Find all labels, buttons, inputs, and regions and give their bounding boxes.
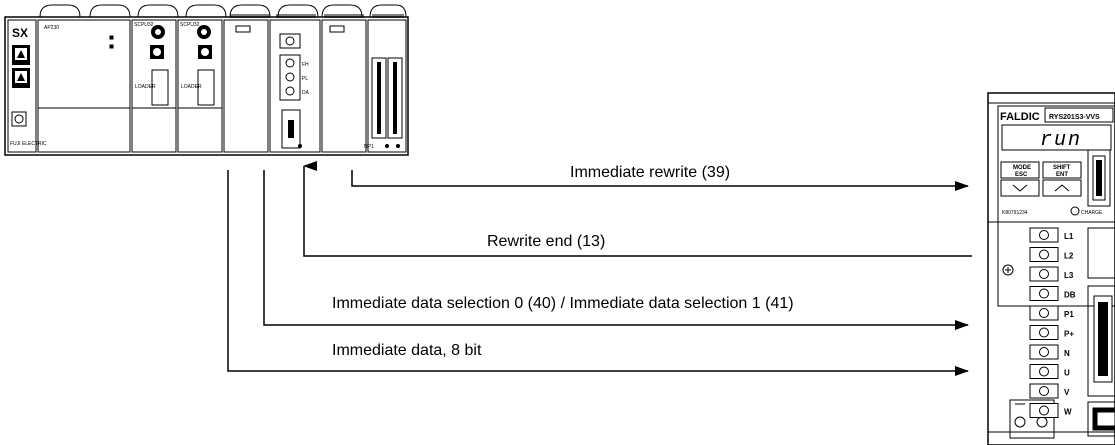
terminal-screw-p1 xyxy=(1029,305,1059,321)
plc-power-label: AP230 xyxy=(44,25,59,31)
terminal-screw-head xyxy=(1039,386,1049,396)
plc-cpu2-label: SCPU32 xyxy=(180,22,200,28)
plc-cpu1-label: SCPU32 xyxy=(134,22,154,28)
terminal-screw-head xyxy=(1039,288,1049,299)
terminal-screw-u xyxy=(1029,364,1059,379)
terminal-screw-l2 xyxy=(1029,247,1059,262)
terminal-screw-head xyxy=(1039,327,1049,338)
terminal-screw-head xyxy=(1039,269,1049,279)
servo-esc-label: ESC xyxy=(1015,172,1028,178)
plc-brand: SX xyxy=(12,26,28,40)
terminal-screw-head xyxy=(1039,366,1049,377)
plc-details xyxy=(11,14,404,149)
servo-model: RYS201S3-VVS xyxy=(1049,114,1100,121)
terminal-label: L3 xyxy=(1064,271,1074,280)
terminal-label: P1 xyxy=(1064,310,1074,319)
plc-io-label: NP1 xyxy=(364,144,374,150)
servo-serial: K80791234 xyxy=(1002,210,1028,216)
servo-shift-button-label[interactable]: SHIFT xyxy=(1053,165,1071,171)
terminal-label: U xyxy=(1064,369,1070,378)
plc-indicator-da: DA xyxy=(302,90,310,96)
terminal-screw-n xyxy=(1029,344,1059,360)
terminal-label: L2 xyxy=(1064,252,1074,261)
terminal-screw-l1 xyxy=(1029,227,1059,243)
terminal-screw-db xyxy=(1029,286,1059,301)
plc-indicator-pl: PL xyxy=(302,76,308,82)
terminal-screw-w xyxy=(1029,403,1059,418)
terminal-screw-l3 xyxy=(1029,266,1059,282)
terminal-label: W xyxy=(1064,408,1072,417)
label-immediate-data-selection: Immediate data selection 0 (40) / Immedi… xyxy=(332,295,794,312)
plc-cpu1-loader: LOADER xyxy=(135,84,156,90)
servo-mode-button-label[interactable]: MODE xyxy=(1013,165,1031,171)
servo-ent-label: ENT xyxy=(1056,172,1068,178)
servo-brand: FALDIC xyxy=(1000,111,1040,123)
signal-lines xyxy=(227,161,972,376)
plc-logo: FUJI ELECTRIC xyxy=(10,141,47,147)
servo-charge: CHARGE xyxy=(1081,210,1103,216)
terminal-screw-head xyxy=(1039,230,1049,240)
plc-rack xyxy=(4,4,409,156)
terminal-screw-pplus xyxy=(1029,325,1059,340)
terminal-label: DB xyxy=(1064,291,1076,300)
plc-indicator-fh: FH xyxy=(302,62,309,68)
plc-cpu2-loader: LOADER xyxy=(181,84,202,90)
label-rewrite-end: Rewrite end (13) xyxy=(487,233,606,250)
line-rewrite-end xyxy=(303,161,972,257)
terminal-screw-head xyxy=(1039,249,1049,260)
line-immediate-rewrite xyxy=(351,170,969,191)
servo-display: run xyxy=(1040,129,1082,152)
line-immediate-data-selection xyxy=(263,170,969,330)
terminal-label: N xyxy=(1064,349,1070,358)
terminal-label: V xyxy=(1064,388,1070,397)
terminal-screw-head xyxy=(1039,308,1049,318)
terminal-label: L1 xyxy=(1064,232,1074,241)
terminal-screw-v xyxy=(1029,383,1059,399)
line-immediate-data xyxy=(227,170,969,376)
terminal-label: P+ xyxy=(1064,330,1074,339)
label-immediate-data: Immediate data, 8 bit xyxy=(332,342,482,359)
label-immediate-rewrite: Immediate rewrite (39) xyxy=(570,164,731,181)
terminal-screw-head xyxy=(1039,405,1049,416)
terminal-screw-head xyxy=(1039,347,1049,357)
